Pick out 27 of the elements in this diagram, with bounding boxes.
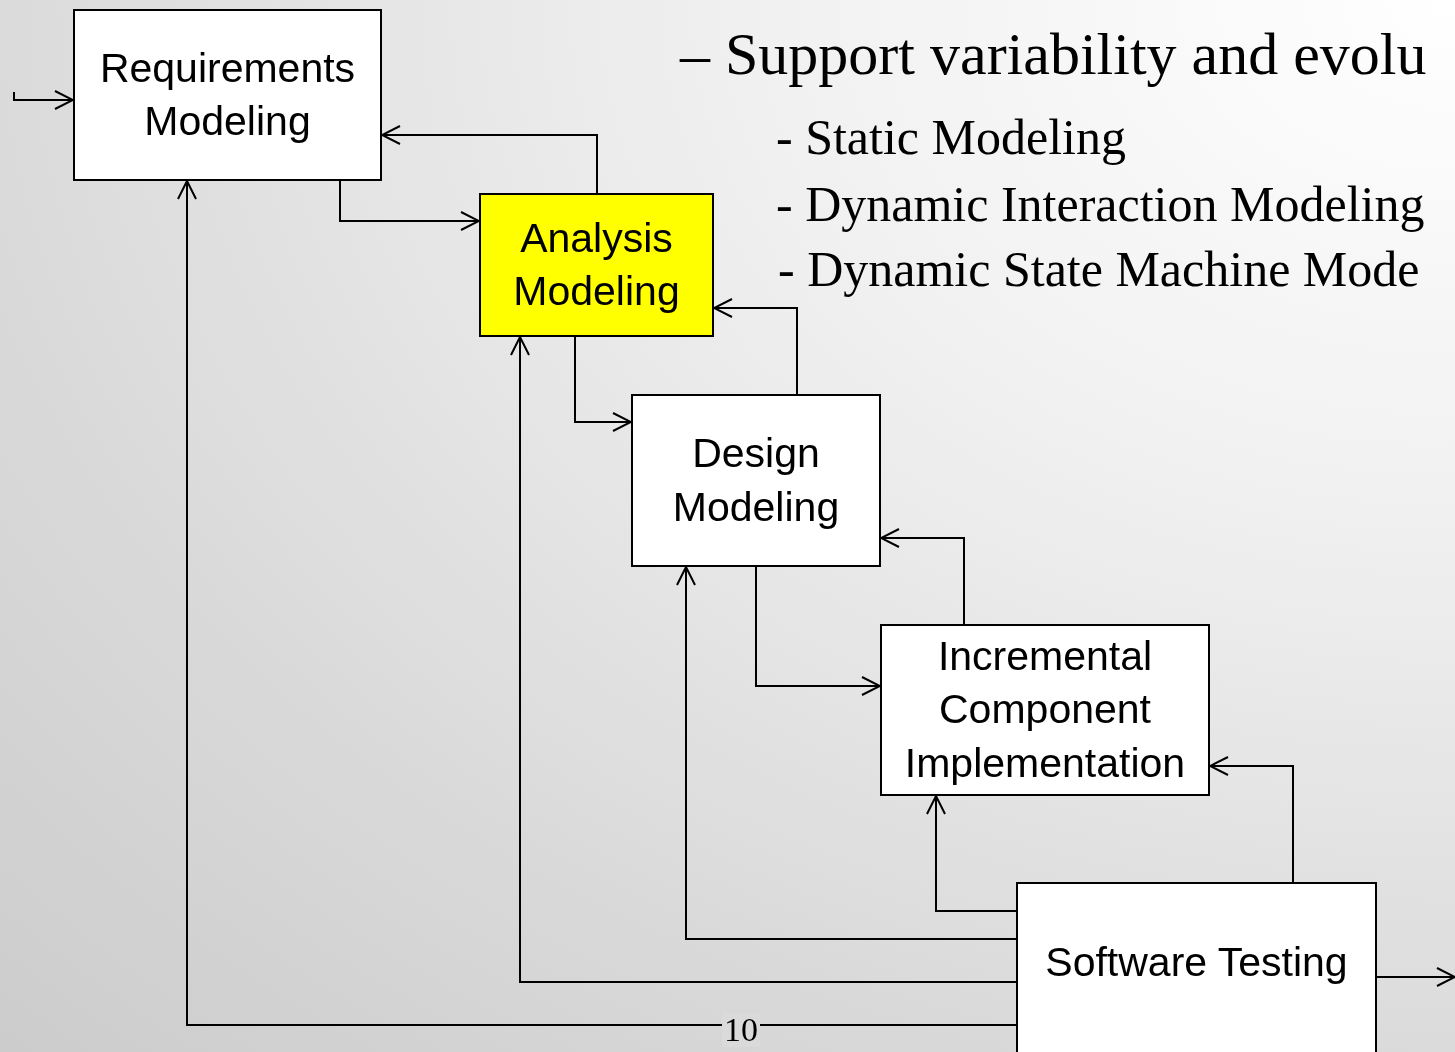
arrow xyxy=(880,528,965,625)
bullet-text: - Static Modeling xyxy=(776,108,1126,166)
arrow xyxy=(755,566,881,696)
arrow xyxy=(926,795,1017,912)
arrow xyxy=(676,566,1017,940)
arrow xyxy=(713,298,798,395)
node-label: Requirements Modeling xyxy=(98,43,357,146)
process-box xyxy=(479,193,714,337)
bullet-text: - Dynamic Interaction Modeling xyxy=(776,175,1425,233)
bullet-text: - Dynamic State Machine Mode xyxy=(778,240,1420,298)
arrow xyxy=(381,125,598,194)
process-box xyxy=(631,394,881,567)
process-box xyxy=(1016,882,1377,1052)
bullet-text: – Support variability and evolu xyxy=(680,20,1427,89)
arrow xyxy=(1209,756,1294,883)
arrow xyxy=(1376,967,1455,987)
node-label: Design Modeling xyxy=(671,429,841,532)
arrow xyxy=(510,336,1017,983)
process-box xyxy=(73,9,382,181)
node-label: Incremental Component Implementation xyxy=(903,632,1187,788)
node-label: Analysis Modeling xyxy=(512,213,681,316)
arrow xyxy=(177,180,1017,1026)
arrow xyxy=(339,180,480,231)
node-label: Software Testing xyxy=(1045,938,1348,987)
arrow xyxy=(574,336,632,432)
arrow xyxy=(13,90,74,110)
process-box xyxy=(880,624,1210,796)
